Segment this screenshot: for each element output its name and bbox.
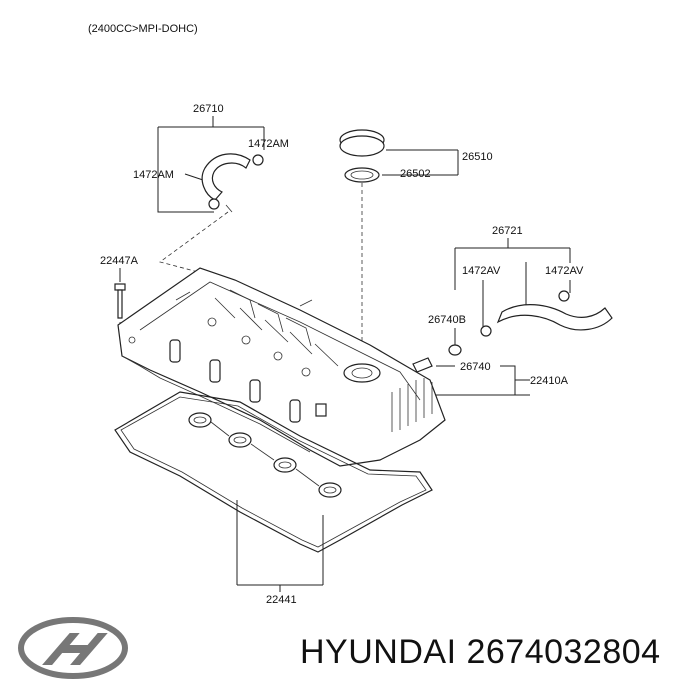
- label-1472AM-b: 1472AM: [133, 169, 174, 181]
- label-26502: 26502: [400, 168, 431, 180]
- label-1472AM-a: 1472AM: [248, 138, 289, 150]
- footer: [0, 600, 700, 700]
- label-1472AV-b: 1472AV: [545, 265, 584, 277]
- label-26740B: 26740B: [428, 314, 466, 326]
- breather-hose-group: 26710 1472AM 1472AM: [133, 103, 289, 276]
- label-26510: 26510: [462, 151, 493, 163]
- hose-clamp-icon: [480, 325, 492, 337]
- cylinder-head-cover: [117, 267, 446, 467]
- hose-clamp-icon: [252, 154, 264, 166]
- oil-filler-cap: [339, 135, 385, 157]
- hyundai-logo-icon: [18, 617, 128, 679]
- engine-note: (2400CC>MPI-DOHC): [88, 23, 198, 35]
- label-26710: 26710: [193, 103, 224, 115]
- filler-opening: [343, 363, 381, 383]
- label-26740: 26740: [460, 361, 491, 373]
- hose-clamp-icon: [558, 290, 570, 302]
- cap-gasket: [344, 167, 380, 183]
- label-22441: 22441: [266, 594, 297, 606]
- breather-hose: [201, 153, 251, 201]
- oil-filler-cap-group: 26510 26502: [339, 129, 493, 360]
- pcv-hose: [496, 304, 613, 331]
- bolt-group: 22447A: [100, 255, 139, 334]
- cover-gasket: 22441: [114, 391, 433, 606]
- pcv-grommet: [448, 344, 462, 356]
- brand-part-number: HYUNDAI 2674032804: [300, 633, 661, 671]
- bolt-icon: [114, 283, 126, 291]
- pcv-valve: [412, 357, 433, 373]
- label-26721: 26721: [492, 225, 523, 237]
- spark-plug-seals: [188, 412, 342, 498]
- label-1472AV-a: 1472AV: [462, 265, 501, 277]
- label-22447A: 22447A: [100, 255, 139, 267]
- hose-clamp-icon: [208, 198, 220, 210]
- pcv-hose-group: 26721 1472AV 1472AV 26740B 26740 22410A: [412, 225, 613, 396]
- label-22410A: 22410A: [530, 375, 569, 387]
